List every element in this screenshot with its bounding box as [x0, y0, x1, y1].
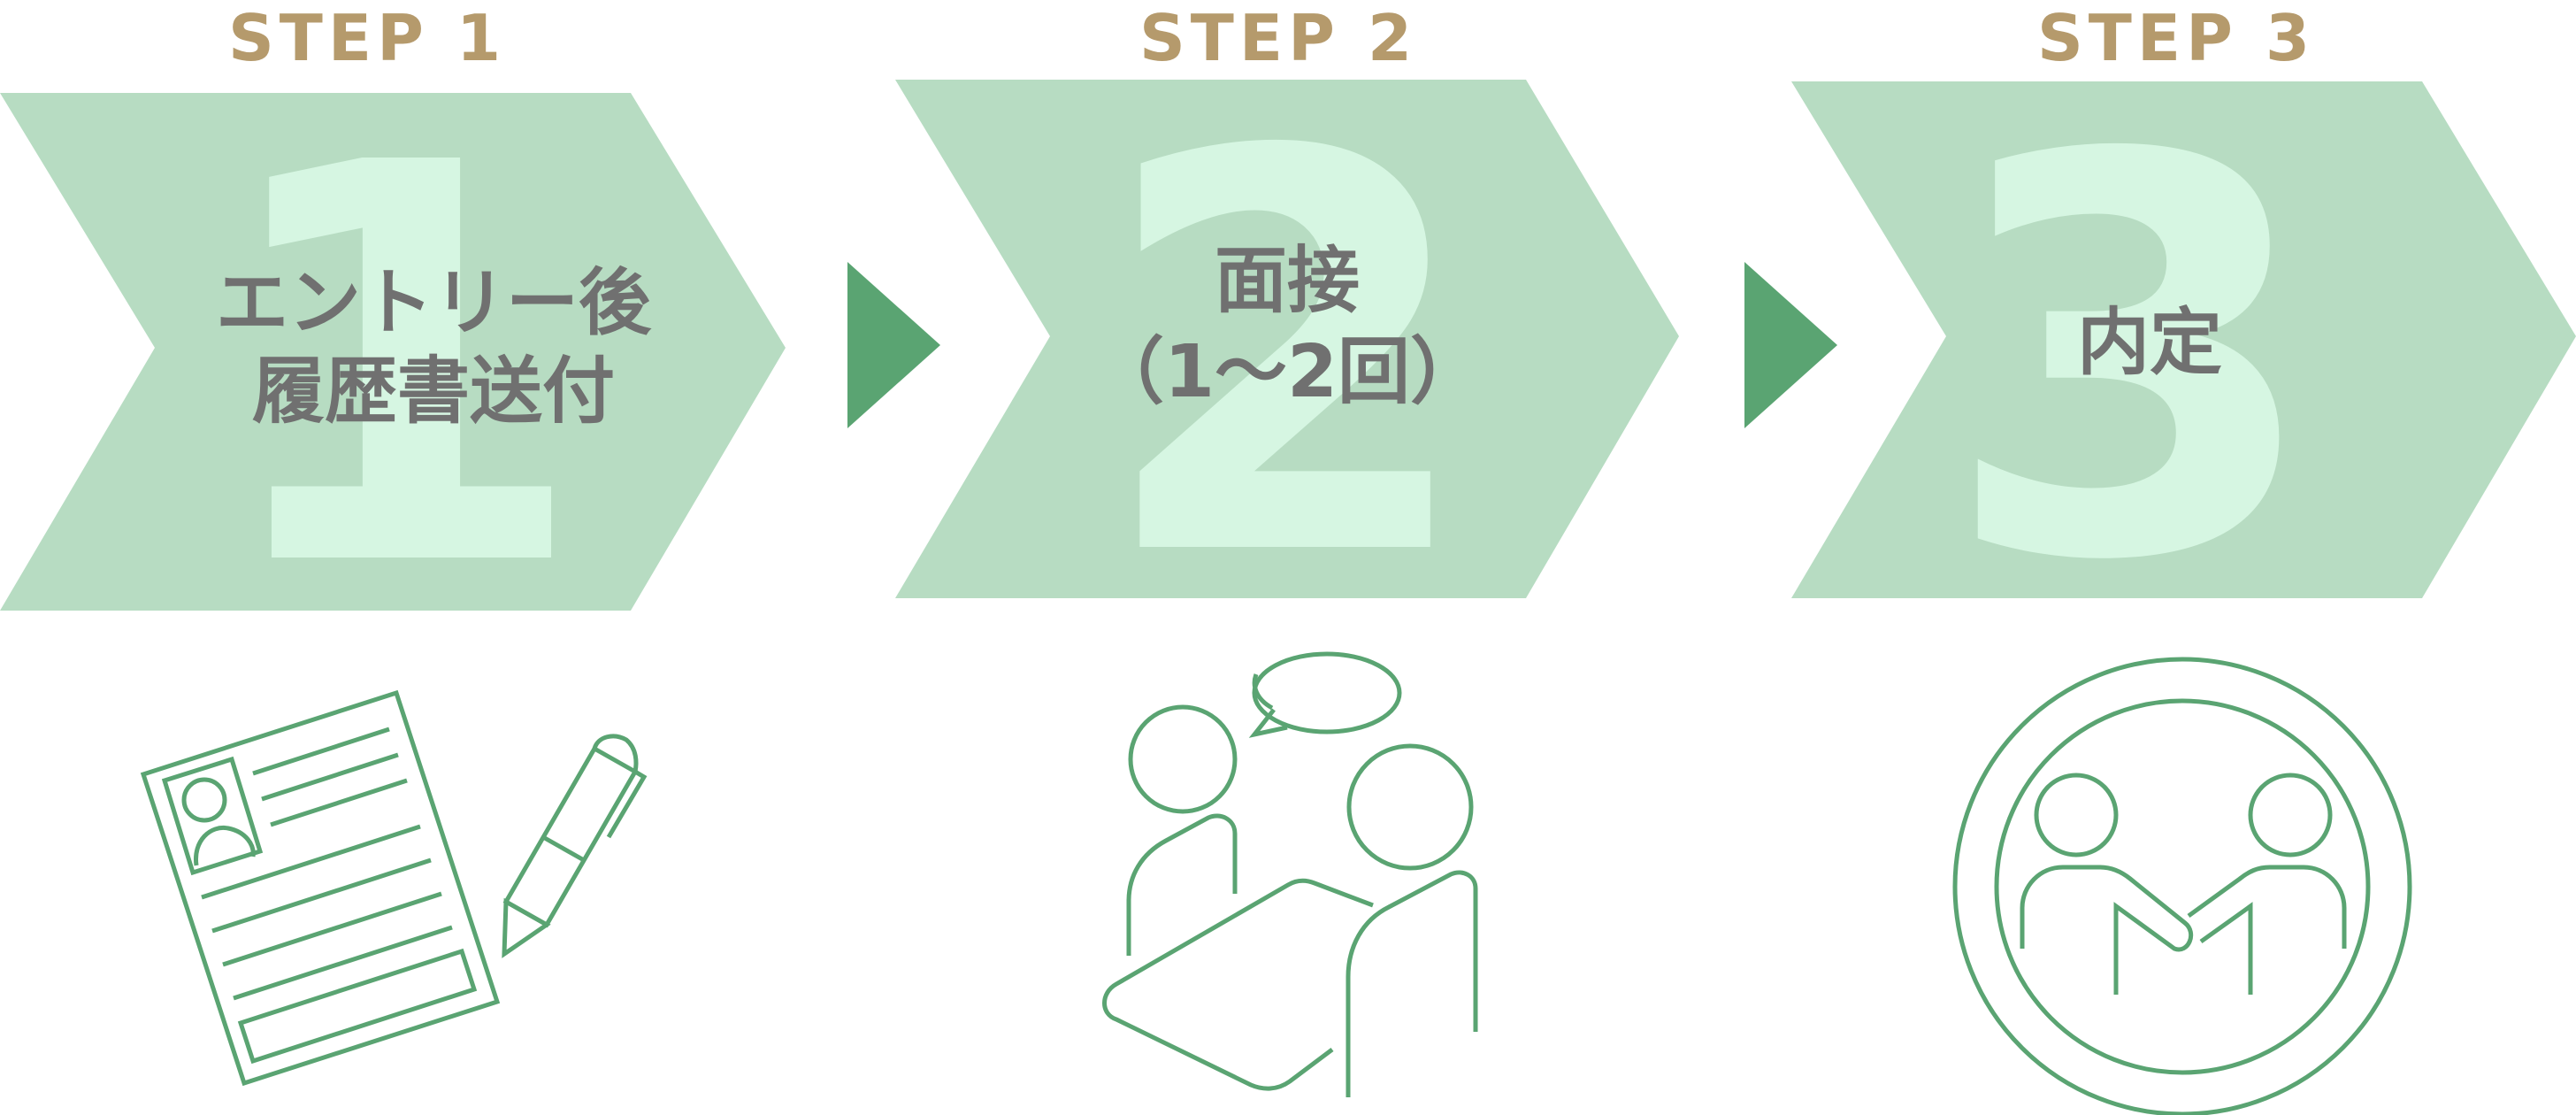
step-3-text-line-1: 内定 — [2077, 301, 2222, 385]
step-1-text-line-2: 履歴書送付 — [252, 350, 615, 434]
step-2-text-line-2: （1～2回） — [1092, 330, 1483, 414]
step-3-big-number: 3 — [1941, 42, 2322, 681]
step-2-chevron — [895, 80, 1679, 598]
step-1-chevron — [0, 93, 786, 611]
step-3-chevron — [1791, 81, 2576, 598]
step-2-text-line-1: 面接 — [1215, 239, 1360, 323]
handshake-offer-icon — [1952, 657, 2412, 1115]
resume-document-pen-icon — [140, 689, 648, 1087]
step-2-label: STEP 2 — [1139, 1, 1417, 75]
step-2-big-number: 2 — [1096, 39, 1477, 677]
arrow-right-icon — [1744, 262, 1837, 428]
arrow-right-icon — [847, 262, 940, 428]
step-3-label: STEP 3 — [2037, 1, 2315, 75]
step-1-big-number: 1 — [207, 50, 588, 688]
interview-people-speech-icon — [1102, 651, 1478, 1097]
step-1-label: STEP 1 — [228, 1, 506, 75]
step-1-text-line-1: エントリー後 — [216, 261, 652, 345]
